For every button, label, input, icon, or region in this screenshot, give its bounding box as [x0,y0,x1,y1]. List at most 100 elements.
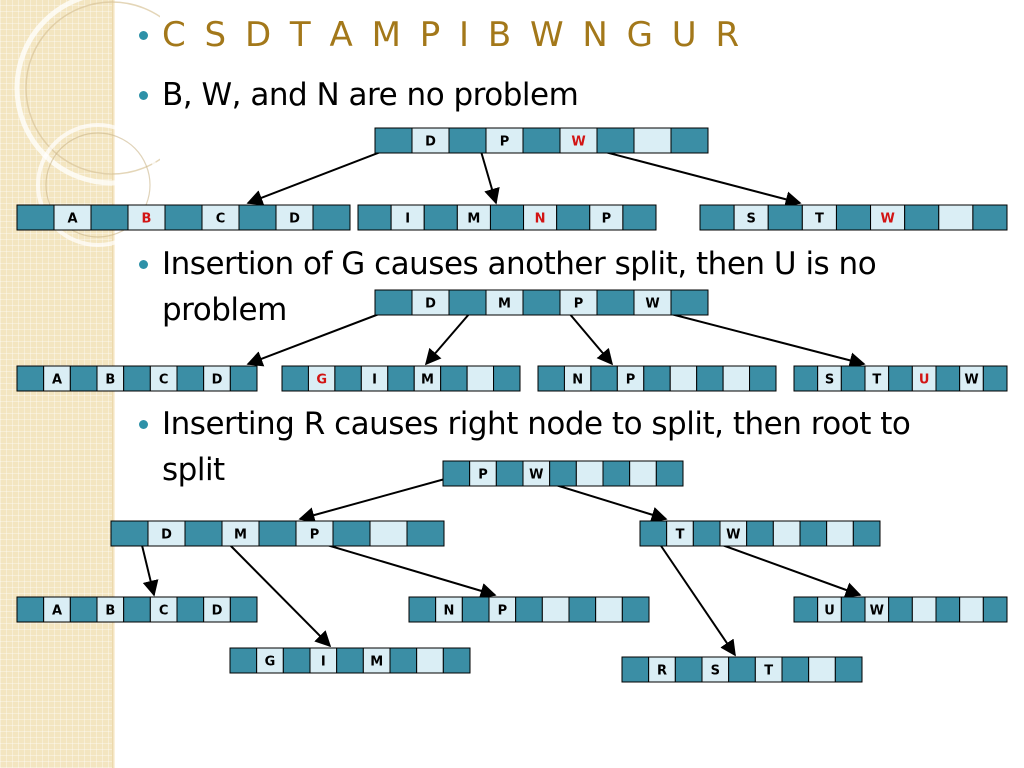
pointer-cell [696,365,724,392]
key-label: D [161,528,172,543]
pointer-cell [749,365,777,392]
pointer-cell [123,596,151,623]
pointer-arrow [654,536,736,657]
pointer-cell [699,204,735,231]
new-key-label: U [919,373,930,388]
bullet-dot [139,31,148,40]
key-cell [595,596,623,623]
key-cell [369,520,408,547]
key-label: N [444,604,455,619]
pointer-arrow [139,536,159,597]
key-label: P [500,135,510,150]
pointer-cell [840,365,866,392]
pointer-cell [336,647,364,674]
pointer-cell [596,289,635,316]
key-label: U [824,604,835,619]
key-cell [801,204,837,231]
pointer-cell [515,596,543,623]
key-cell [772,520,801,547]
bullet-bwn-no-problem: B, W, and N are no problem [162,77,579,113]
key-label: P [626,373,636,388]
pointer-cell [123,365,151,392]
key-cell [754,656,783,683]
pointer-cell [852,520,881,547]
key-cell [411,289,450,316]
pointer-cell [746,520,774,547]
key-label: D [289,212,300,227]
pointer-arrow [424,305,477,366]
new-key-label: G [316,373,327,388]
key-label: A [67,212,77,227]
key-label: D [212,604,223,619]
key-cell [559,127,598,154]
key-label: P [478,468,488,483]
pointer-cell [522,127,561,154]
ring-decoration [14,0,160,247]
pointer-cell [374,127,413,154]
key-cell [559,289,598,316]
key-label: M [370,655,383,670]
key-label: T [872,373,881,388]
pointer-cell [357,204,392,231]
pointer-arrow [299,536,497,599]
key-label: P [602,212,612,227]
pointer-cell [670,289,709,316]
bullet-insertion-sequence: C S D T A M P I B W N G U R [162,15,744,55]
key-cell [722,365,751,392]
pointer-cell [493,365,521,392]
pointer-cell [461,596,490,623]
key-label: D [425,135,436,150]
pointer-cell [69,596,98,623]
key-label: T [676,528,685,543]
pointer-cell [312,204,351,231]
key-cell [629,460,657,487]
key-cell [488,596,517,623]
pointer-arrow [298,473,464,523]
pointer-cell [69,365,98,392]
pointer-cell [781,656,810,683]
key-label: A [52,373,62,388]
key-label: M [467,212,480,227]
key-cell [959,596,984,623]
pointer-cell [793,596,819,623]
new-key-label: W [880,212,894,227]
key-cell [203,365,231,392]
key-cell [808,656,836,683]
pointer-cell [982,596,1008,623]
key-label: G [265,655,276,670]
key-cell [96,596,125,623]
pointer-cell [448,289,487,316]
key-label: P [574,297,584,312]
key-cell [362,647,391,674]
key-cell [575,460,604,487]
key-cell [307,365,336,392]
pointer-cell [621,656,650,683]
pointer-cell [489,204,525,231]
pointer-arrow [221,536,332,648]
pointer-cell [596,127,635,154]
key-label: B [105,604,115,619]
key-label: I [405,212,410,227]
pointer-cell [495,460,524,487]
pointer-cell [904,204,940,231]
key-cell [938,204,974,231]
pointer-cell [229,365,258,392]
pointer-cell [840,596,866,623]
pointer-cell [389,647,418,674]
pointer-cell [799,520,828,547]
pointer-cell [423,204,458,231]
key-label: M [234,528,247,543]
pointer-cell [602,460,631,487]
key-cell [648,656,676,683]
pointer-cell [834,656,863,683]
bullet-text-line: Insertion of G causes another split, the… [162,246,877,282]
pointer-cell [110,520,149,547]
pointer-cell [935,596,961,623]
pointer-cell [639,520,668,547]
